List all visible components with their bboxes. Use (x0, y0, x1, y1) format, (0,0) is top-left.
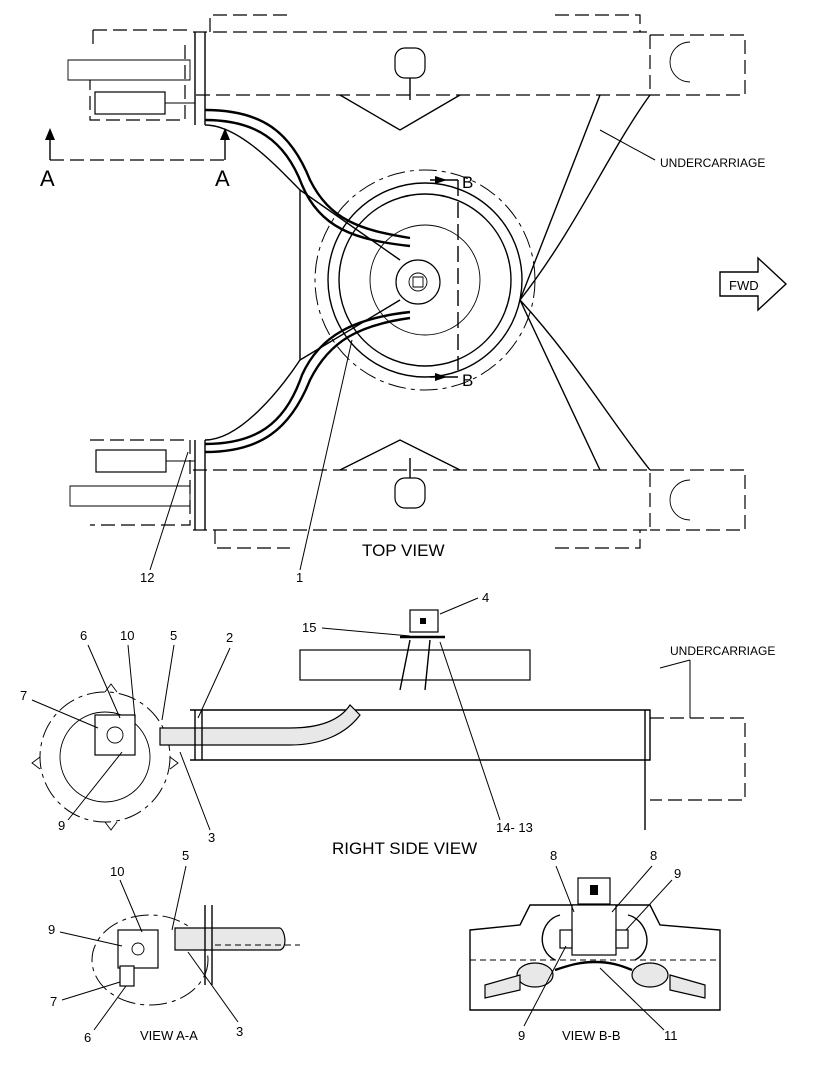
callout-14-13: 14- 13 (496, 820, 533, 835)
section-a-left-label: A (40, 166, 55, 191)
aa-callout-7: 7 (50, 994, 57, 1009)
callout-5: 5 (170, 628, 177, 643)
section-b-bottom-label: B (462, 371, 473, 390)
callout-3: 3 (208, 830, 215, 845)
fwd-arrow-icon (719, 256, 788, 312)
top-view: A A B B UNDERCARRIAGE FWD 12 1 TOP VIEW (40, 14, 788, 585)
aa-callout-3: 3 (236, 1024, 243, 1039)
aa-callout-9: 9 (48, 922, 55, 937)
view-bb: 8 8 9 9 11 VIEW B-B (469, 848, 721, 1043)
view-aa: 10 5 9 7 6 3 VIEW A-A (48, 848, 300, 1045)
callout-4: 4 (482, 590, 489, 605)
aa-callout-10: 10 (110, 864, 124, 879)
bb-callout-9-left: 9 (518, 1028, 525, 1043)
callout-6: 6 (80, 628, 87, 643)
aa-callout-6: 6 (84, 1030, 91, 1045)
callout-2: 2 (226, 630, 233, 645)
aa-callout-5: 5 (182, 848, 189, 863)
undercarriage-top-label: UNDERCARRIAGE (660, 156, 765, 170)
callout-9: 9 (58, 818, 65, 833)
bb-callout-11: 11 (664, 1028, 678, 1043)
section-b-top-label: B (462, 173, 473, 192)
callout-12: 12 (140, 570, 154, 585)
bb-callout-8-left: 8 (550, 848, 557, 863)
callout-1: 1 (296, 570, 303, 585)
right-side-view: 6 10 5 2 7 9 3 15 4 14- 13 UNDERCARRIAGE… (20, 590, 775, 858)
bb-callout-9-right: 9 (674, 866, 681, 881)
callout-15: 15 (302, 620, 316, 635)
bb-callout-8-right: 8 (650, 848, 657, 863)
callout-10: 10 (120, 628, 134, 643)
undercarriage-side-label: UNDERCARRIAGE (670, 644, 775, 658)
right-side-view-caption: RIGHT SIDE VIEW (332, 839, 477, 858)
view-bb-caption: VIEW B-B (562, 1028, 621, 1043)
callout-7: 7 (20, 688, 27, 703)
fwd-label: FWD (729, 278, 759, 293)
section-a-right-label: A (215, 166, 230, 191)
view-aa-caption: VIEW A-A (140, 1028, 198, 1043)
top-view-caption: TOP VIEW (362, 541, 445, 560)
